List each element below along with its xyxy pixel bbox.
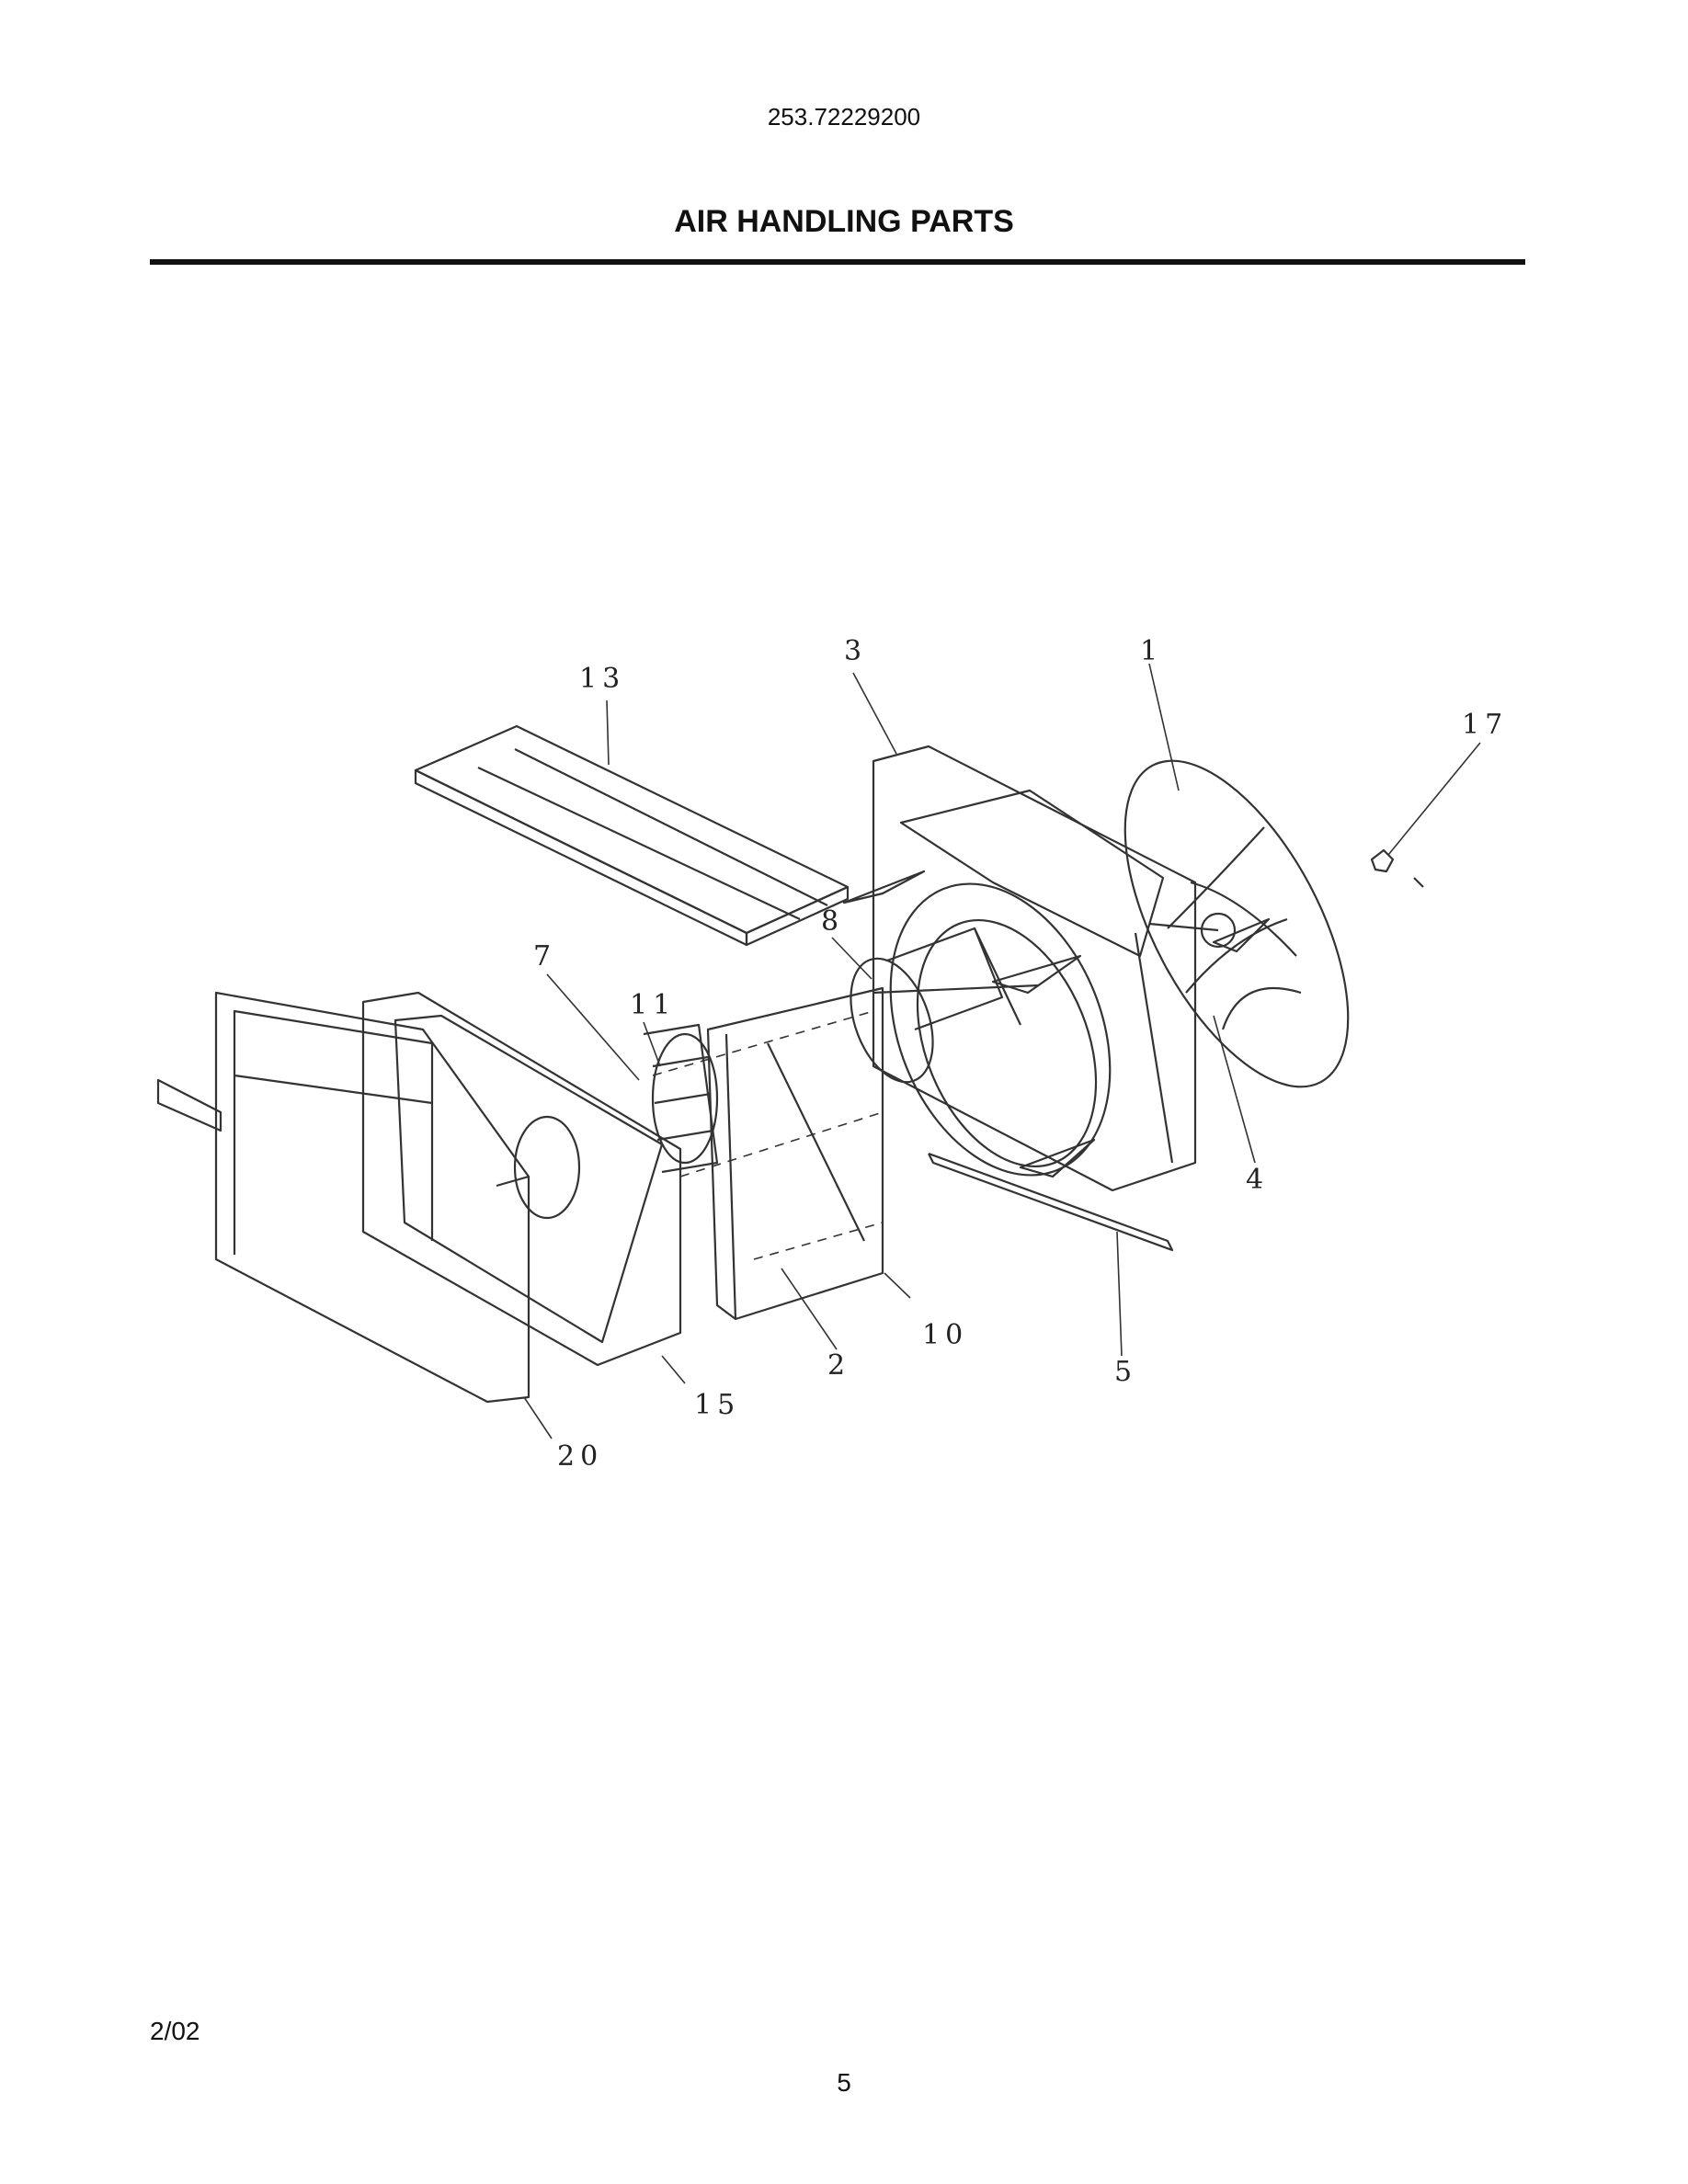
callout-8: 8 xyxy=(821,905,844,938)
support-bar xyxy=(928,1152,1174,1252)
fan-motor xyxy=(850,927,1040,1084)
callout-10: 10 xyxy=(922,1319,968,1351)
callout-13: 13 xyxy=(579,663,625,695)
callout-11: 11 xyxy=(630,989,676,1021)
revision-date: 2/02 xyxy=(150,2017,200,2045)
fan-clip xyxy=(1370,848,1424,888)
callout-4: 4 xyxy=(1246,1164,1269,1196)
motor-mount-panel xyxy=(706,986,884,1321)
page-number: 5 xyxy=(837,2068,851,2097)
model-number: 253.72229200 xyxy=(767,103,921,131)
condenser-fan xyxy=(1123,759,1350,1088)
callout-2: 2 xyxy=(827,1349,850,1382)
page-title: AIR HANDLING PARTS xyxy=(674,204,1014,239)
fan-shroud xyxy=(842,745,1271,1192)
assembly-guide-lines xyxy=(652,1010,884,1260)
scroll-housing xyxy=(361,991,682,1367)
blower-wheel xyxy=(643,1023,719,1174)
callout-5: 5 xyxy=(1114,1356,1137,1388)
callout-20: 20 xyxy=(557,1440,603,1473)
callout-17: 17 xyxy=(1462,709,1508,741)
callout-7: 7 xyxy=(533,940,556,973)
callout-15: 15 xyxy=(694,1389,740,1421)
header-rule xyxy=(150,259,1525,265)
front-housing xyxy=(156,991,530,1404)
callout-1: 1 xyxy=(1140,635,1163,667)
leader-lines xyxy=(523,663,1481,1439)
top-cover-plate xyxy=(414,724,850,947)
callout-3: 3 xyxy=(844,635,867,667)
